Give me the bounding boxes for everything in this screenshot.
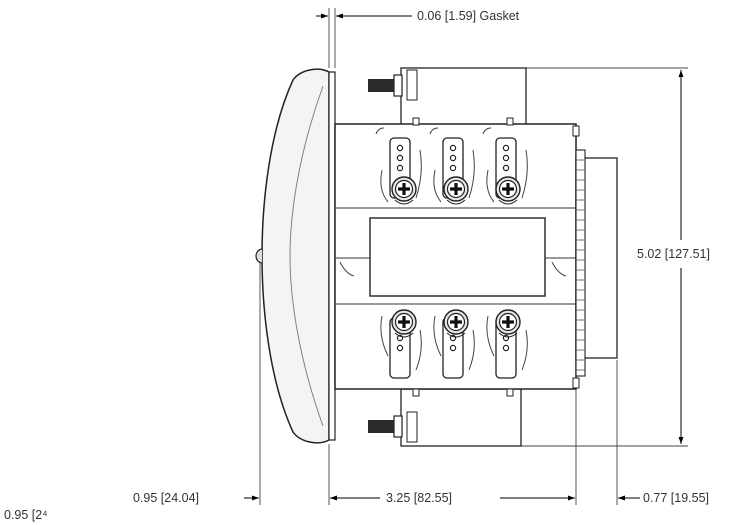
terminals-bottom	[380, 315, 528, 379]
rear-component	[575, 149, 618, 377]
dimension-lines	[244, 13, 684, 501]
extension-lines	[259, 8, 688, 505]
cut-off-dimension-label: 0.95 [2⁴	[4, 508, 48, 522]
gasket-dimension-label: 0.06 [1.59] Gasket	[417, 9, 520, 23]
mounting-brackets	[368, 67, 527, 447]
rear-depth-dimension-label: 0.77 [19.55]	[643, 491, 709, 505]
height-dimension-label: 5.02 [127.51]	[637, 247, 710, 261]
body-width-dimension-label: 3.25 [82.55]	[386, 491, 452, 505]
left-depth-dimension-label: 0.95 [24.04]	[133, 491, 199, 505]
terminals-top	[375, 127, 528, 203]
front-bezel	[255, 68, 336, 444]
